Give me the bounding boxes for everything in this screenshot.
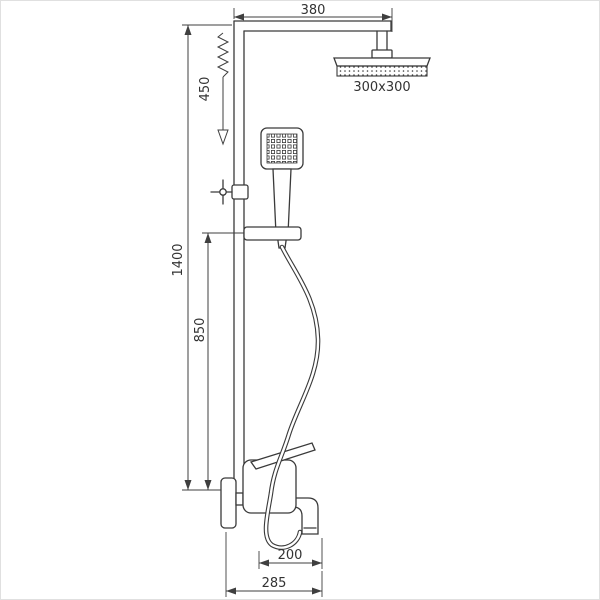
shower-hose: [263, 244, 321, 550]
dim-label-lower-section: 850: [193, 318, 208, 343]
head-plate: [333, 57, 431, 67]
dim-285: [225, 532, 323, 597]
hollow-arrow-down: [217, 129, 229, 146]
hand-shower: [260, 127, 304, 249]
dim-label-top-width: 380: [301, 3, 326, 18]
dim-label-spout-reach: 200: [278, 548, 303, 563]
wall-nipple: [235, 492, 244, 506]
slide-bracket: [243, 226, 302, 241]
head-connector-nut: [371, 49, 393, 59]
handset-handle: [272, 168, 292, 235]
knob-hub: [219, 188, 227, 196]
dim-label-base-width: 285: [262, 576, 287, 591]
mixer-valve: [220, 442, 319, 535]
handset-face: [266, 133, 298, 164]
rain-shower-head: [333, 30, 431, 77]
dim-380: [233, 8, 393, 32]
dim-450: [216, 32, 230, 146]
dim-200: [258, 538, 323, 569]
dimensions: [182, 8, 393, 597]
dim-1400: [182, 24, 232, 491]
pipe-clamp: [231, 184, 249, 200]
dim-label-overall-height: 1400: [171, 243, 186, 276]
dim-850: [202, 232, 244, 490]
riser-pipe: [233, 20, 392, 482]
wall-flange: [220, 477, 237, 529]
zigzag-spring: [216, 32, 230, 78]
shower-column: [210, 20, 431, 550]
spout: [292, 497, 319, 535]
dim-label-adjustable-range: 450: [198, 77, 213, 102]
dimension-labels: 380 300x300 450 1400 850 200 285: [171, 3, 411, 591]
diverter-knob: [210, 179, 249, 205]
nozzle-band: [336, 65, 428, 77]
rain-head-size-label: 300x300: [353, 80, 410, 95]
